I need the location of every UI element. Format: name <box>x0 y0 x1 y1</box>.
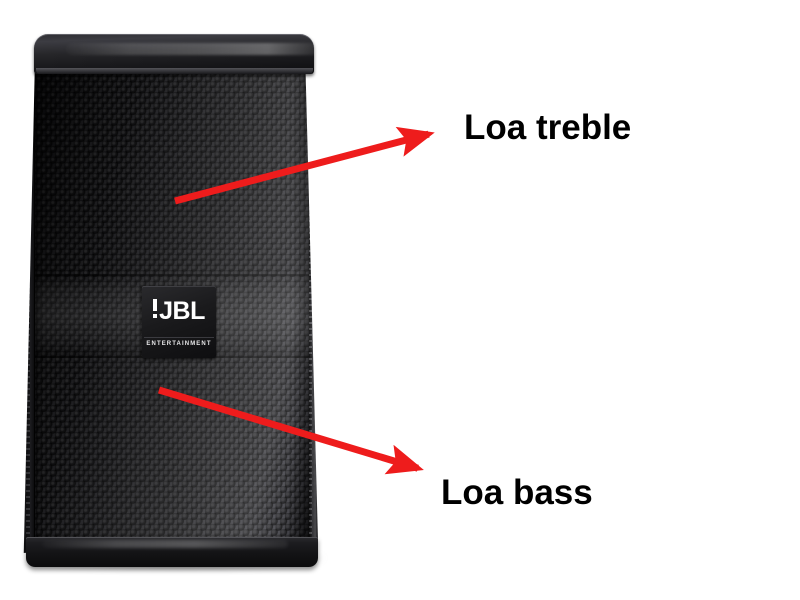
jbl-wordmark: JBL <box>153 297 205 325</box>
speaker-top-cap <box>34 34 318 74</box>
jbl-badge-subtitle: ENTERTAINMENT <box>144 337 214 347</box>
jbl-brand-badge: JBL ENTERTAINMENT <box>142 286 216 358</box>
speaker-base-plinth <box>26 537 318 567</box>
speaker-product-image: JBL ENTERTAINMENT <box>14 28 326 573</box>
top-cap-lip <box>36 68 313 74</box>
label-loa-bass: Loa bass <box>441 473 593 512</box>
label-loa-treble: Loa treble <box>464 108 632 147</box>
jbl-brand-text: JBL <box>159 297 205 325</box>
jbl-exclamation-icon <box>153 299 158 322</box>
top-cap-highlight <box>66 43 318 55</box>
base-highlight <box>42 540 288 548</box>
